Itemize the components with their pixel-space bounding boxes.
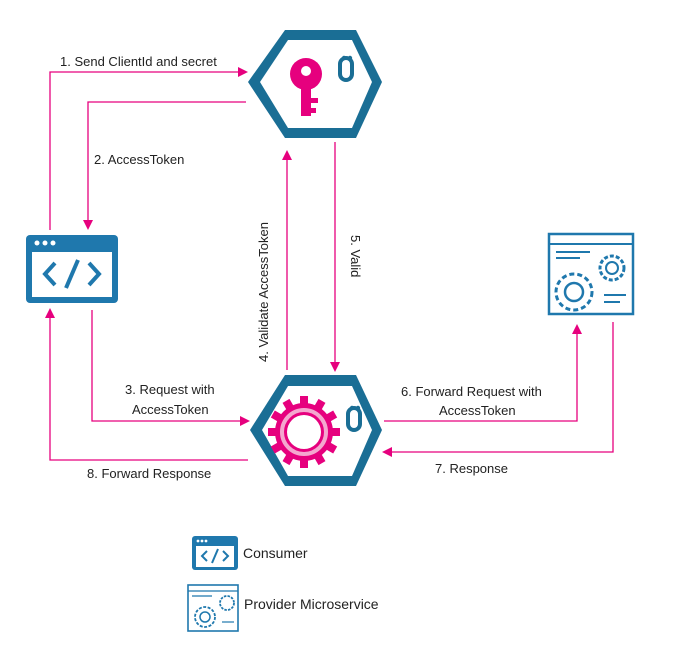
brand-logo-icon	[346, 405, 362, 432]
arrow-step6	[384, 324, 582, 422]
provider-node	[547, 232, 635, 316]
legend-provider-label: Provider Microservice	[244, 596, 379, 612]
auth-server-node	[248, 30, 382, 138]
label-step5: 5. Valid	[348, 235, 363, 277]
label-step3-line2: AccessToken	[132, 402, 209, 417]
code-window-icon	[26, 235, 118, 303]
arrow-step2	[83, 101, 246, 230]
label-step3-line1: 3. Request with	[125, 382, 215, 397]
arrows	[45, 67, 614, 461]
legend-provider-icon	[187, 584, 239, 632]
brand-logo-icon	[338, 55, 354, 82]
label-step6-line2: AccessToken	[439, 403, 516, 418]
key-icon	[290, 58, 322, 116]
microservice-gears-icon	[547, 232, 635, 316]
label-step4: 4. Validate AccessToken	[256, 222, 271, 362]
gear-icon	[268, 396, 340, 468]
label-step2: 2. AccessToken	[94, 152, 184, 167]
gateway-node	[250, 375, 382, 486]
arrow-step8	[45, 308, 248, 461]
label-step1: 1. Send ClientId and secret	[60, 54, 217, 69]
label-step6-line1: 6. Forward Request with	[401, 384, 542, 399]
label-step8: 8. Forward Response	[87, 466, 211, 481]
arrow-step7	[382, 322, 614, 457]
arrow-step3	[91, 310, 250, 426]
arrow-step1	[49, 67, 248, 230]
label-step7: 7. Response	[435, 461, 508, 476]
legend-consumer-icon	[192, 536, 238, 570]
consumer-node	[26, 235, 118, 303]
legend: Consumer Provider Microservice	[187, 536, 379, 632]
legend-consumer-label: Consumer	[243, 545, 308, 561]
